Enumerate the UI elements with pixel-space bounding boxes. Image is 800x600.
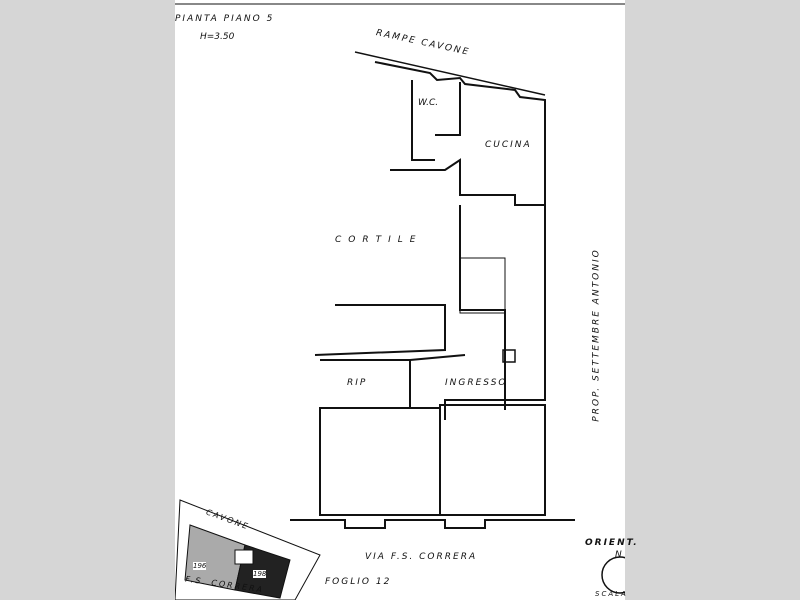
scale-label: SCALA [595,590,628,598]
room-label-wc: W.C. [418,98,439,108]
orientation-label: ORIENT. [585,538,639,548]
inset-parcel-left: 196 [193,562,207,570]
sheet-number: FOGLIO 12 [325,577,392,587]
inset-parcel-right: 198 [253,570,267,578]
plan-title: PIANTA PIANO 5 [175,14,275,24]
room-label-courtyard: CORTILE [335,235,423,245]
floor-plan-sheet: PIANTA PIANO 5 H=3.50 RAMPE CAVONE W.C. … [175,0,637,600]
north-label: N [615,550,624,560]
ceiling-height: H=3.50 [200,32,235,42]
room-label-storage: RIP [347,378,368,388]
floor-plan-drawing [175,3,625,600]
street-south-label: VIA F.S. CORRERA [365,552,478,562]
room-label-kitchen: CUCINA [485,140,532,150]
room-label-entrance: INGRESSO [445,378,508,388]
street-east-label: PROP. SETTEMBRE ANTONIO [591,248,602,422]
